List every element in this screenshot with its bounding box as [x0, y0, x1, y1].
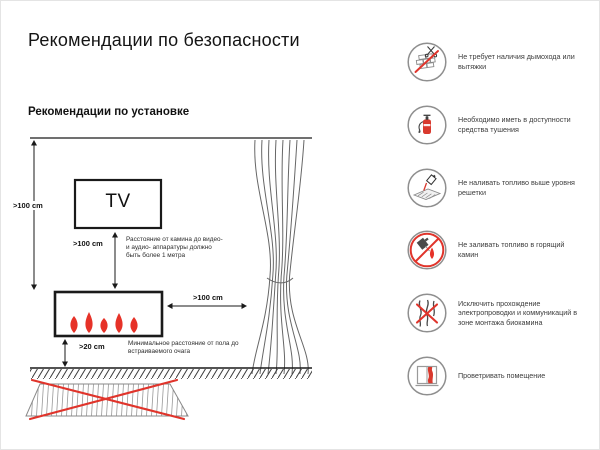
no-wiring-icon: [407, 293, 447, 333]
side-clearance-arrow: [167, 303, 247, 309]
safety-item-no-chimney: Не требует наличия дымохода или вытяжки: [407, 40, 589, 84]
page-title: Рекомендации по безопасности: [28, 30, 300, 50]
safety-item-extinguisher: Необходимо иметь в доступности средства …: [407, 103, 589, 147]
no-rug-cross-icon: [28, 378, 186, 421]
safety-item-ventilate: Проветривать помещение: [407, 354, 589, 398]
safety-item-no-wiring: Исключить прохождение электропроводки и …: [407, 291, 589, 335]
tv-clearance-arrow: [112, 232, 118, 289]
side-clearance-label: >100 cm: [192, 293, 224, 302]
floor-hatch: [30, 369, 312, 379]
fuel-level-icon: [407, 168, 447, 208]
ventilate-window-icon: [407, 356, 447, 396]
safety-item-text: Не требует наличия дымохода или вытяжки: [458, 52, 575, 71]
installation-diagram: [25, 137, 312, 421]
safety-item-text: Не наливать топливо выше уровня решетки: [458, 178, 575, 197]
fireplace-box: [53, 290, 164, 338]
tv-box: [73, 178, 163, 230]
ceiling-clearance-label: >100 cm: [12, 201, 44, 210]
safety-item-text: Не заливать топливо в горящий камин: [458, 240, 565, 259]
tv-distance-note: Расстояние от камина до видео- и аудио- …: [126, 236, 223, 259]
safety-item-text: Необходимо иметь в доступности средства …: [458, 115, 571, 134]
safety-item-text: Исключить прохождение электропроводки и …: [458, 298, 578, 327]
safety-item-fuel-level: Не наливать топливо выше уровня решетки: [407, 166, 589, 210]
ceiling-clearance-arrow: [31, 140, 37, 290]
safety-item-text: Проветривать помещение: [458, 371, 546, 381]
section-subtitle: Рекомендации по установке: [28, 106, 190, 118]
safety-item-no-refuel: Не заливать топливо в горящий камин: [407, 228, 589, 272]
no-refuel-burning-icon: [407, 230, 447, 270]
flames-icon: [70, 312, 138, 333]
floor-clearance-arrow: [62, 339, 68, 367]
tv-clearance-label: >100 cm: [72, 239, 104, 248]
curtain: [251, 139, 309, 375]
tv-label: TV: [105, 191, 131, 212]
fire-extinguisher-icon: [407, 105, 447, 145]
floor-clearance-label: >20 cm: [78, 342, 106, 351]
floor-distance-note: Минимальное расстояние от пола до встраи…: [128, 340, 239, 355]
no-chimney-icon: [407, 42, 447, 82]
